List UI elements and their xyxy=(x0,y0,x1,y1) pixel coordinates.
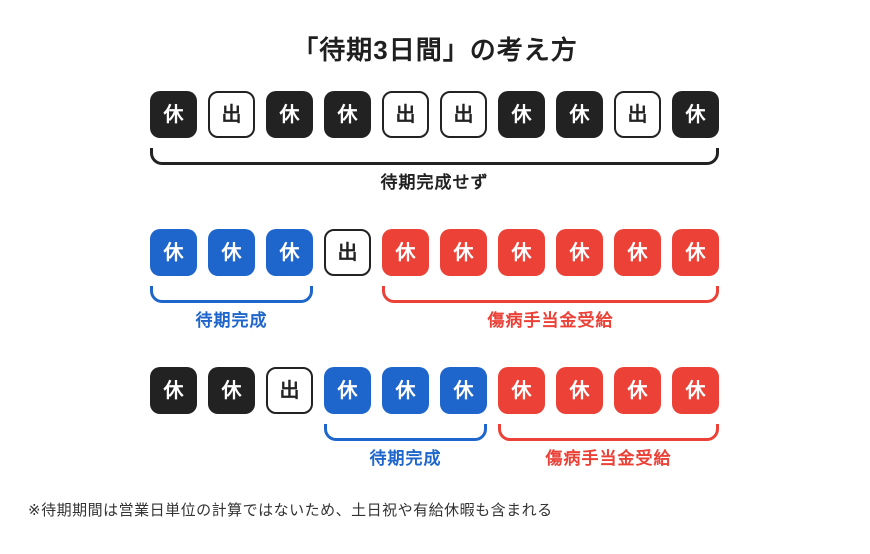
day-cell-rest: 休 xyxy=(498,91,545,138)
day-cell-work: 出 xyxy=(614,91,661,138)
day-cell-rest: 休 xyxy=(672,91,719,138)
day-cell-rest: 休 xyxy=(672,367,719,414)
day-cell-rest: 休 xyxy=(556,367,603,414)
day-cell-rest: 休 xyxy=(614,367,661,414)
calendar-row-not-completed: 休出休休出出休休出休 待期完成せず xyxy=(150,91,719,203)
bracket-label: 傷病手当金受給 xyxy=(545,449,672,468)
day-cell-rest: 休 xyxy=(208,367,255,414)
range-bracket-black xyxy=(150,148,719,165)
day-cell-rest: 休 xyxy=(556,91,603,138)
range-bracket-blue xyxy=(150,286,313,303)
range-bracket-red xyxy=(382,286,719,303)
calendar-row-completed-consecutive: 休休休出休休休休休休 待期完成傷病手当金受給 xyxy=(150,229,719,341)
day-cell-rest: 休 xyxy=(556,229,603,276)
range-bracket-red xyxy=(498,424,719,441)
day-cell-rest: 休 xyxy=(498,367,545,414)
day-cell-work: 出 xyxy=(324,229,371,276)
bracket-label: 待期完成 xyxy=(369,449,442,468)
day-cell-rest: 休 xyxy=(440,367,487,414)
day-cell-rest: 休 xyxy=(324,91,371,138)
day-cell-rest: 休 xyxy=(614,229,661,276)
day-cell-rest: 休 xyxy=(324,367,371,414)
day-cell-work: 出 xyxy=(382,91,429,138)
day-cell-rest: 休 xyxy=(382,367,429,414)
day-cells: 休出休休出出休休出休 xyxy=(150,91,719,138)
day-cell-rest: 休 xyxy=(440,229,487,276)
day-cell-work: 出 xyxy=(440,91,487,138)
bracket-label: 傷病手当金受給 xyxy=(487,311,614,330)
range-bracket-blue xyxy=(324,424,487,441)
day-cell-rest: 休 xyxy=(150,367,197,414)
bracket-label: 待期完成せず xyxy=(380,173,489,192)
day-cell-rest: 休 xyxy=(382,229,429,276)
day-cell-rest: 休 xyxy=(672,229,719,276)
bracket-label: 待期完成 xyxy=(195,311,268,330)
day-cell-rest: 休 xyxy=(266,229,313,276)
footnote: ※待期期間は営業日単位の計算ではないため、土日祝や有給休暇も含まれる xyxy=(28,502,553,519)
day-cell-rest: 休 xyxy=(208,229,255,276)
day-cell-work: 出 xyxy=(266,367,313,414)
day-cell-rest: 休 xyxy=(498,229,545,276)
day-cell-rest: 休 xyxy=(150,229,197,276)
day-cell-rest: 休 xyxy=(150,91,197,138)
day-cells: 休休休出休休休休休休 xyxy=(150,229,719,276)
page-title: 「待期3日間」の考え方 xyxy=(292,35,578,65)
day-cells: 休休出休休休休休休休 xyxy=(150,367,719,414)
day-cell-rest: 休 xyxy=(266,91,313,138)
day-cell-work: 出 xyxy=(208,91,255,138)
calendar-row-completed-later: 休休出休休休休休休休 待期完成傷病手当金受給 xyxy=(150,367,719,479)
